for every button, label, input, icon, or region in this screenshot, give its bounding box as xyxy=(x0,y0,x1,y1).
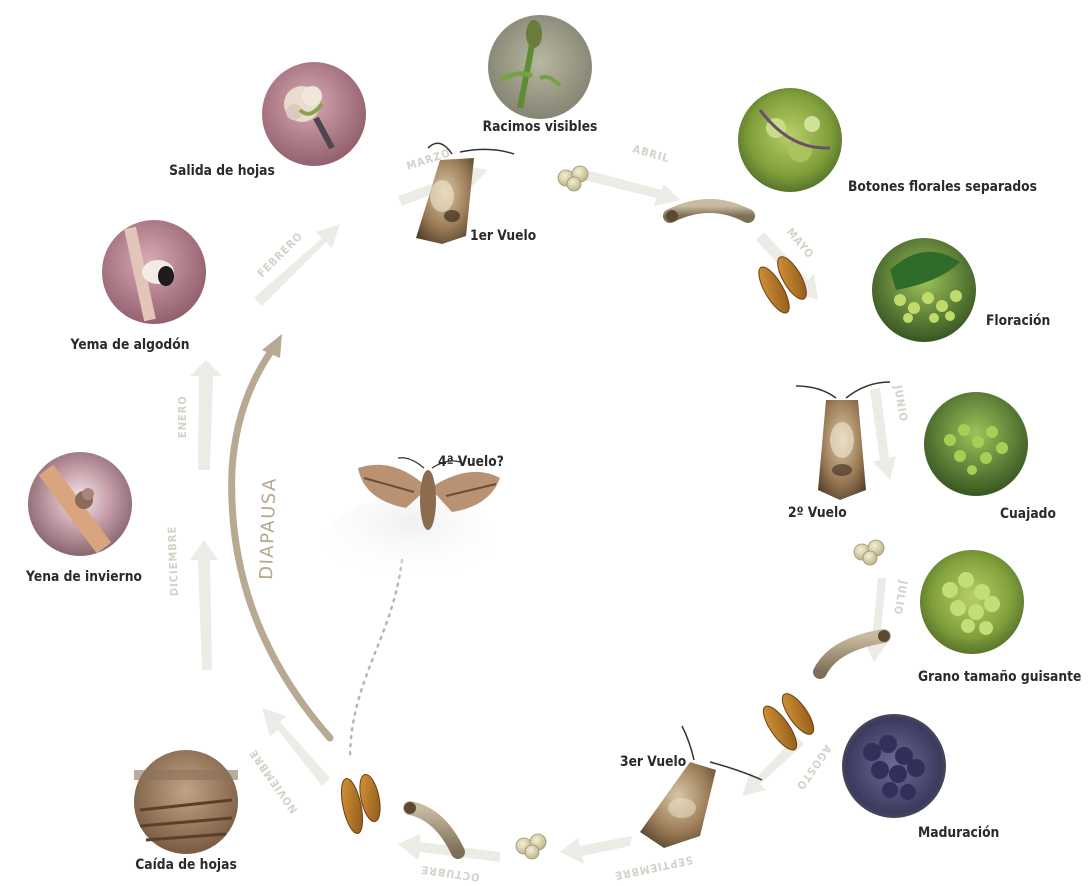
moth-3er-vuelo xyxy=(640,726,762,848)
moth-4-vuelo xyxy=(326,458,500,584)
month-noviembre: NOVIEMBRE xyxy=(247,747,301,816)
arrow-julio xyxy=(864,578,888,662)
label-4-vuelo: 4ª Vuelo? xyxy=(438,454,504,470)
arrow-junio xyxy=(870,388,896,480)
photo-caida xyxy=(134,750,238,854)
label-guisante: Grano tamaño guisante xyxy=(918,669,1081,685)
pupae-mayo xyxy=(753,253,812,317)
diapause-label: DIAPAUSA xyxy=(256,477,281,580)
photo-yena-invierno xyxy=(28,452,132,556)
photo-salida xyxy=(262,62,366,166)
label-yema-algodon: Yema de algodón xyxy=(71,337,190,353)
label-racimos: Racimos visibles xyxy=(483,119,598,135)
label-botones: Botones florales separados xyxy=(848,179,1037,195)
photo-botones xyxy=(738,88,842,192)
photo-cuajado xyxy=(924,392,1028,496)
month-julio: JULIO xyxy=(891,578,910,616)
pupae-noviembre xyxy=(337,773,383,836)
photo-racimos xyxy=(488,15,592,119)
arrow-abril xyxy=(584,170,680,206)
label-caida: Caída de hojas xyxy=(135,857,237,873)
label-yena-invierno: Yena de invierno xyxy=(26,569,142,585)
eggs-septiembre xyxy=(516,834,546,859)
arrow-enero xyxy=(190,360,222,470)
label-1er-vuelo: 1er Vuelo xyxy=(470,228,536,244)
larva-mayo xyxy=(666,206,748,222)
month-mayo: MAYO xyxy=(784,226,817,262)
month-enero: ENERO xyxy=(176,395,189,438)
month-octubre: OCTUBRE xyxy=(420,863,481,884)
eggs-julio xyxy=(854,540,884,565)
label-maduracion: Maduración xyxy=(918,825,999,841)
label-3er-vuelo: 3er Vuelo xyxy=(620,754,686,770)
month-abril: ABRIL xyxy=(631,142,671,165)
month-febrero: FEBRERO xyxy=(255,230,306,281)
label-floracion: Floración xyxy=(986,313,1050,329)
photo-yema-algodon xyxy=(102,220,206,324)
month-junio: JUNIO xyxy=(891,383,910,423)
fourth-flight-path xyxy=(350,560,402,760)
photo-guisante xyxy=(920,550,1024,654)
month-septiembre: SEPTIEMBRE xyxy=(613,853,694,882)
pupae-agosto xyxy=(758,689,819,754)
arrow-septiembre xyxy=(560,836,632,864)
month-diciembre: DICIEMBRE xyxy=(166,526,181,597)
arrow-diciembre xyxy=(190,540,218,670)
label-cuajado: Cuajado xyxy=(1000,506,1056,522)
photo-maduracion xyxy=(842,714,946,818)
month-agosto: AGOSTO xyxy=(793,742,834,792)
label-salida: Salida de hojas xyxy=(169,163,275,179)
photo-floracion xyxy=(872,238,976,342)
eggs-abril xyxy=(558,166,588,191)
label-2-vuelo: 2º Vuelo xyxy=(788,505,847,521)
diapause-arrow: DIAPAUSA xyxy=(232,334,330,738)
